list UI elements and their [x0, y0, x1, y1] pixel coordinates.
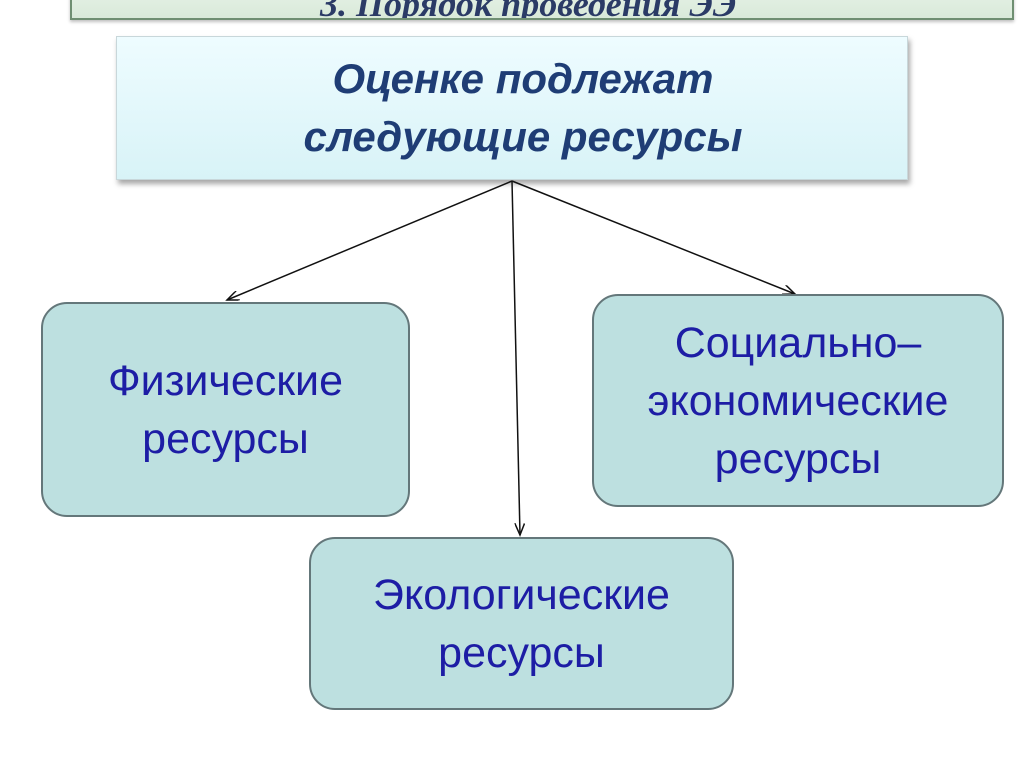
ecological-resources-line-1: Экологические	[373, 570, 670, 619]
slide-title-bar: 3. Порядок проведения ЭЭ	[70, 0, 1014, 20]
social-economic-resources-label: Социально– экономические ресурсы	[648, 314, 949, 488]
physical-resources-label: Физические ресурсы	[108, 352, 343, 468]
arrow-to-ecological	[511, 180, 520, 535]
main-title-line-1: Оценке подлежат	[332, 55, 714, 102]
physical-resources-line-2: ресурсы	[142, 414, 309, 463]
physical-resources-box: Физические ресурсы	[41, 302, 410, 517]
main-title-box: Оценке подлежат следующие ресурсы	[116, 36, 908, 180]
arrow-to-social	[511, 180, 795, 294]
social-economic-resources-box: Социально– экономические ресурсы	[592, 294, 1004, 507]
ecological-resources-box: Экологические ресурсы	[309, 537, 734, 710]
arrow-to-physical	[227, 180, 513, 300]
slide-title: 3. Порядок проведения ЭЭ	[320, 0, 737, 20]
physical-resources-line-1: Физические	[107, 356, 343, 405]
main-title: Оценке подлежат следующие ресурсы	[282, 50, 743, 166]
social-economic-line-1: Социально–	[674, 318, 922, 367]
main-title-line-2: следующие ресурсы	[303, 113, 743, 160]
social-economic-line-3: ресурсы	[714, 434, 882, 483]
social-economic-line-2: экономические	[647, 376, 949, 425]
ecological-resources-label: Экологические ресурсы	[373, 566, 670, 682]
ecological-resources-line-2: ресурсы	[438, 628, 605, 677]
